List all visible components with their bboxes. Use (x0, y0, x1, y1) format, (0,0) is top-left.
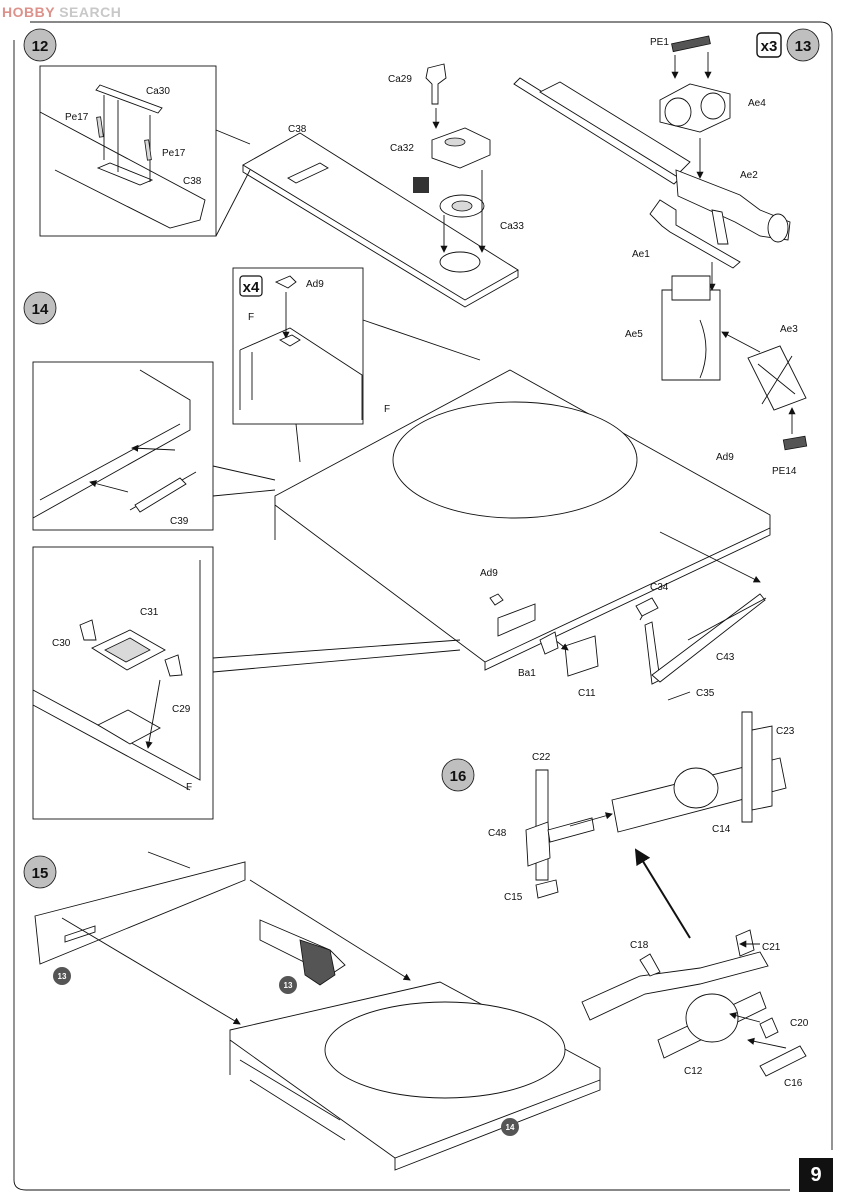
part-PE14 (782, 435, 808, 451)
label-Ae3: Ae3 (780, 324, 798, 335)
label-C38: C38 (183, 176, 202, 187)
step-13-group: x3 13 (756, 28, 820, 62)
ref-text-14: 14 (506, 1123, 515, 1132)
label-C48: C48 (488, 828, 507, 839)
part-Ae1 (649, 199, 741, 269)
part-Ba1 (539, 631, 559, 655)
step-16-group: 16 (441, 758, 475, 792)
step-13-badge (786, 28, 820, 62)
page-number: 9 (799, 1158, 833, 1192)
step-16-badge (441, 758, 475, 792)
label-C14: C14 (712, 824, 731, 835)
part-C34 (635, 597, 659, 617)
step-16-lower-assembly (581, 929, 807, 1077)
part-C38-panel (242, 132, 519, 308)
C39-detail-box (32, 361, 214, 531)
label-C22: C22 (532, 752, 551, 763)
label-Ca33: Ca33 (500, 221, 524, 232)
ref-text-13-a: 13 (58, 972, 67, 981)
label-C16: C16 (784, 1078, 803, 1089)
label-Pe17: Pe17 (65, 112, 89, 123)
x3-text: x3 (761, 38, 778, 55)
step-13-number: 13 (795, 38, 812, 55)
step-14-group: 14 (23, 291, 57, 325)
label-Ad9-b: Ad9 (716, 452, 734, 463)
label-C31: C31 (140, 607, 159, 618)
part-Ae3 (747, 345, 807, 411)
page-frame (30, 21, 833, 1150)
label-C12: C12 (684, 1066, 703, 1077)
label-Ca32: Ca32 (390, 143, 414, 154)
part-Ca29 (425, 63, 447, 105)
step-12-badge (23, 28, 57, 62)
label-PE14: PE14 (772, 466, 797, 477)
ref-badge-14 (501, 1118, 519, 1136)
step-12-detail-box (39, 65, 217, 237)
label-Ae2: Ae2 (740, 170, 758, 181)
step-14-number: 14 (32, 301, 49, 318)
label-C38-b: C38 (288, 124, 307, 135)
part-Ae5 (661, 275, 721, 381)
step-15-assembly (34, 851, 601, 1171)
label-C11: C11 (578, 688, 596, 699)
part-Ca33 (439, 194, 485, 218)
part-Ca32 (431, 127, 491, 169)
label-Ca29: Ca29 (388, 74, 412, 85)
label-Ba1: Ba1 (518, 668, 536, 679)
step-15-number: 15 (32, 865, 49, 882)
step-16-upper-assembly (525, 711, 787, 899)
paint-marker-icon (413, 177, 429, 193)
label-C21: C21 (762, 942, 781, 953)
step-15-group: 15 (23, 855, 57, 889)
watermark: HOBBY SEARCH (2, 4, 122, 20)
label-C20: C20 (790, 1018, 809, 1029)
part-PE1 (671, 35, 711, 53)
label-Ae1: Ae1 (632, 249, 650, 260)
label-Ad9: Ad9 (306, 279, 324, 290)
label-C15: C15 (504, 892, 523, 903)
part-F-plate (274, 369, 771, 671)
step-14-badge (23, 291, 57, 325)
step-15-badge (23, 855, 57, 889)
C29-detail-box (32, 546, 214, 820)
assembly-arrow (634, 848, 691, 939)
label-C43: C43 (716, 652, 735, 663)
step-16-number: 16 (450, 768, 467, 785)
ref-badge-13-a (53, 967, 71, 985)
label-C34: C34 (650, 582, 669, 593)
label-F: F (248, 312, 254, 323)
label-F-c: F (186, 782, 192, 793)
label-Ca30: Ca30 (146, 86, 170, 97)
label-Pe17-b: Pe17 (162, 148, 186, 159)
label-Ae4: Ae4 (748, 98, 766, 109)
part-C11 (564, 635, 599, 677)
label-Ad9-c: Ad9 (480, 568, 498, 579)
label-PE1: PE1 (650, 37, 669, 48)
ref-badge-13-b (279, 976, 297, 994)
part-Ae4 (659, 83, 731, 133)
label-C39: C39 (170, 516, 189, 527)
ref-text-13-b: 13 (284, 981, 293, 990)
label-C30: C30 (52, 638, 71, 649)
label-C29: C29 (172, 704, 191, 715)
label-C35: C35 (696, 688, 715, 699)
label-Ae5: Ae5 (625, 329, 643, 340)
x4-text: x4 (243, 279, 260, 296)
label-C23: C23 (776, 726, 795, 737)
label-C18: C18 (630, 940, 649, 951)
Ad9-detail-box: x4 (232, 267, 364, 425)
x3-box (756, 32, 782, 58)
step-12-number: 12 (32, 38, 49, 55)
label-F-b: F (384, 404, 390, 415)
step-12-group: 12 (23, 28, 251, 237)
part-Ae2-machine-gun (513, 77, 791, 245)
